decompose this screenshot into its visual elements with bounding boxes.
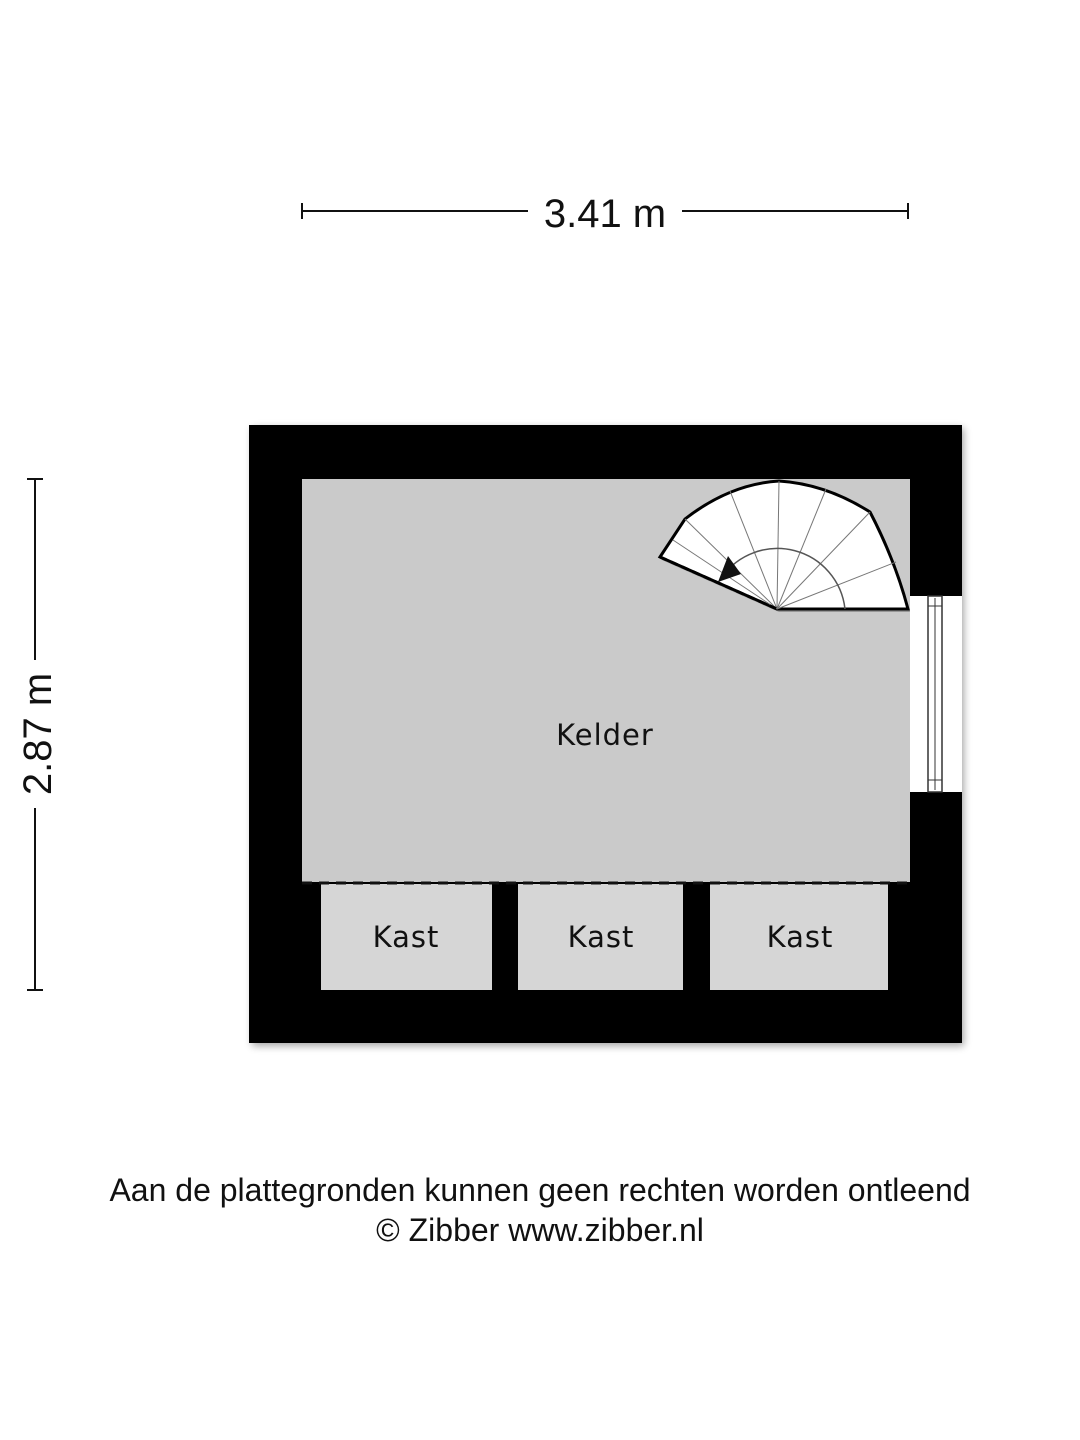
partition-1 [492, 882, 518, 990]
window-icon [910, 595, 962, 793]
disclaimer-text: Aan de plattegronden kunnen geen rechten… [109, 1172, 971, 1208]
room-label-kast-3: Kast [767, 920, 834, 954]
width-dimension: 3.41 m [301, 192, 909, 236]
height-label: 2.87 m [16, 673, 60, 795]
spiral-staircase-icon [657, 479, 910, 612]
width-label: 3.41 m [544, 192, 666, 236]
floor-kast-1 [321, 884, 492, 990]
floor-kast-3 [710, 884, 888, 990]
partition-left [302, 882, 321, 990]
direction-arrow-icon [718, 556, 741, 582]
room-label-kelder: Kelder [556, 718, 654, 752]
credit-text: © Zibber www.zibber.nl [376, 1212, 704, 1248]
partition-right [888, 882, 910, 990]
height-dimension: 2.87 m [16, 478, 60, 991]
partition-2 [683, 882, 710, 990]
floor-kast-2 [518, 884, 683, 990]
room-label-kast-1: Kast [373, 920, 440, 954]
room-label-kast-2: Kast [568, 920, 635, 954]
